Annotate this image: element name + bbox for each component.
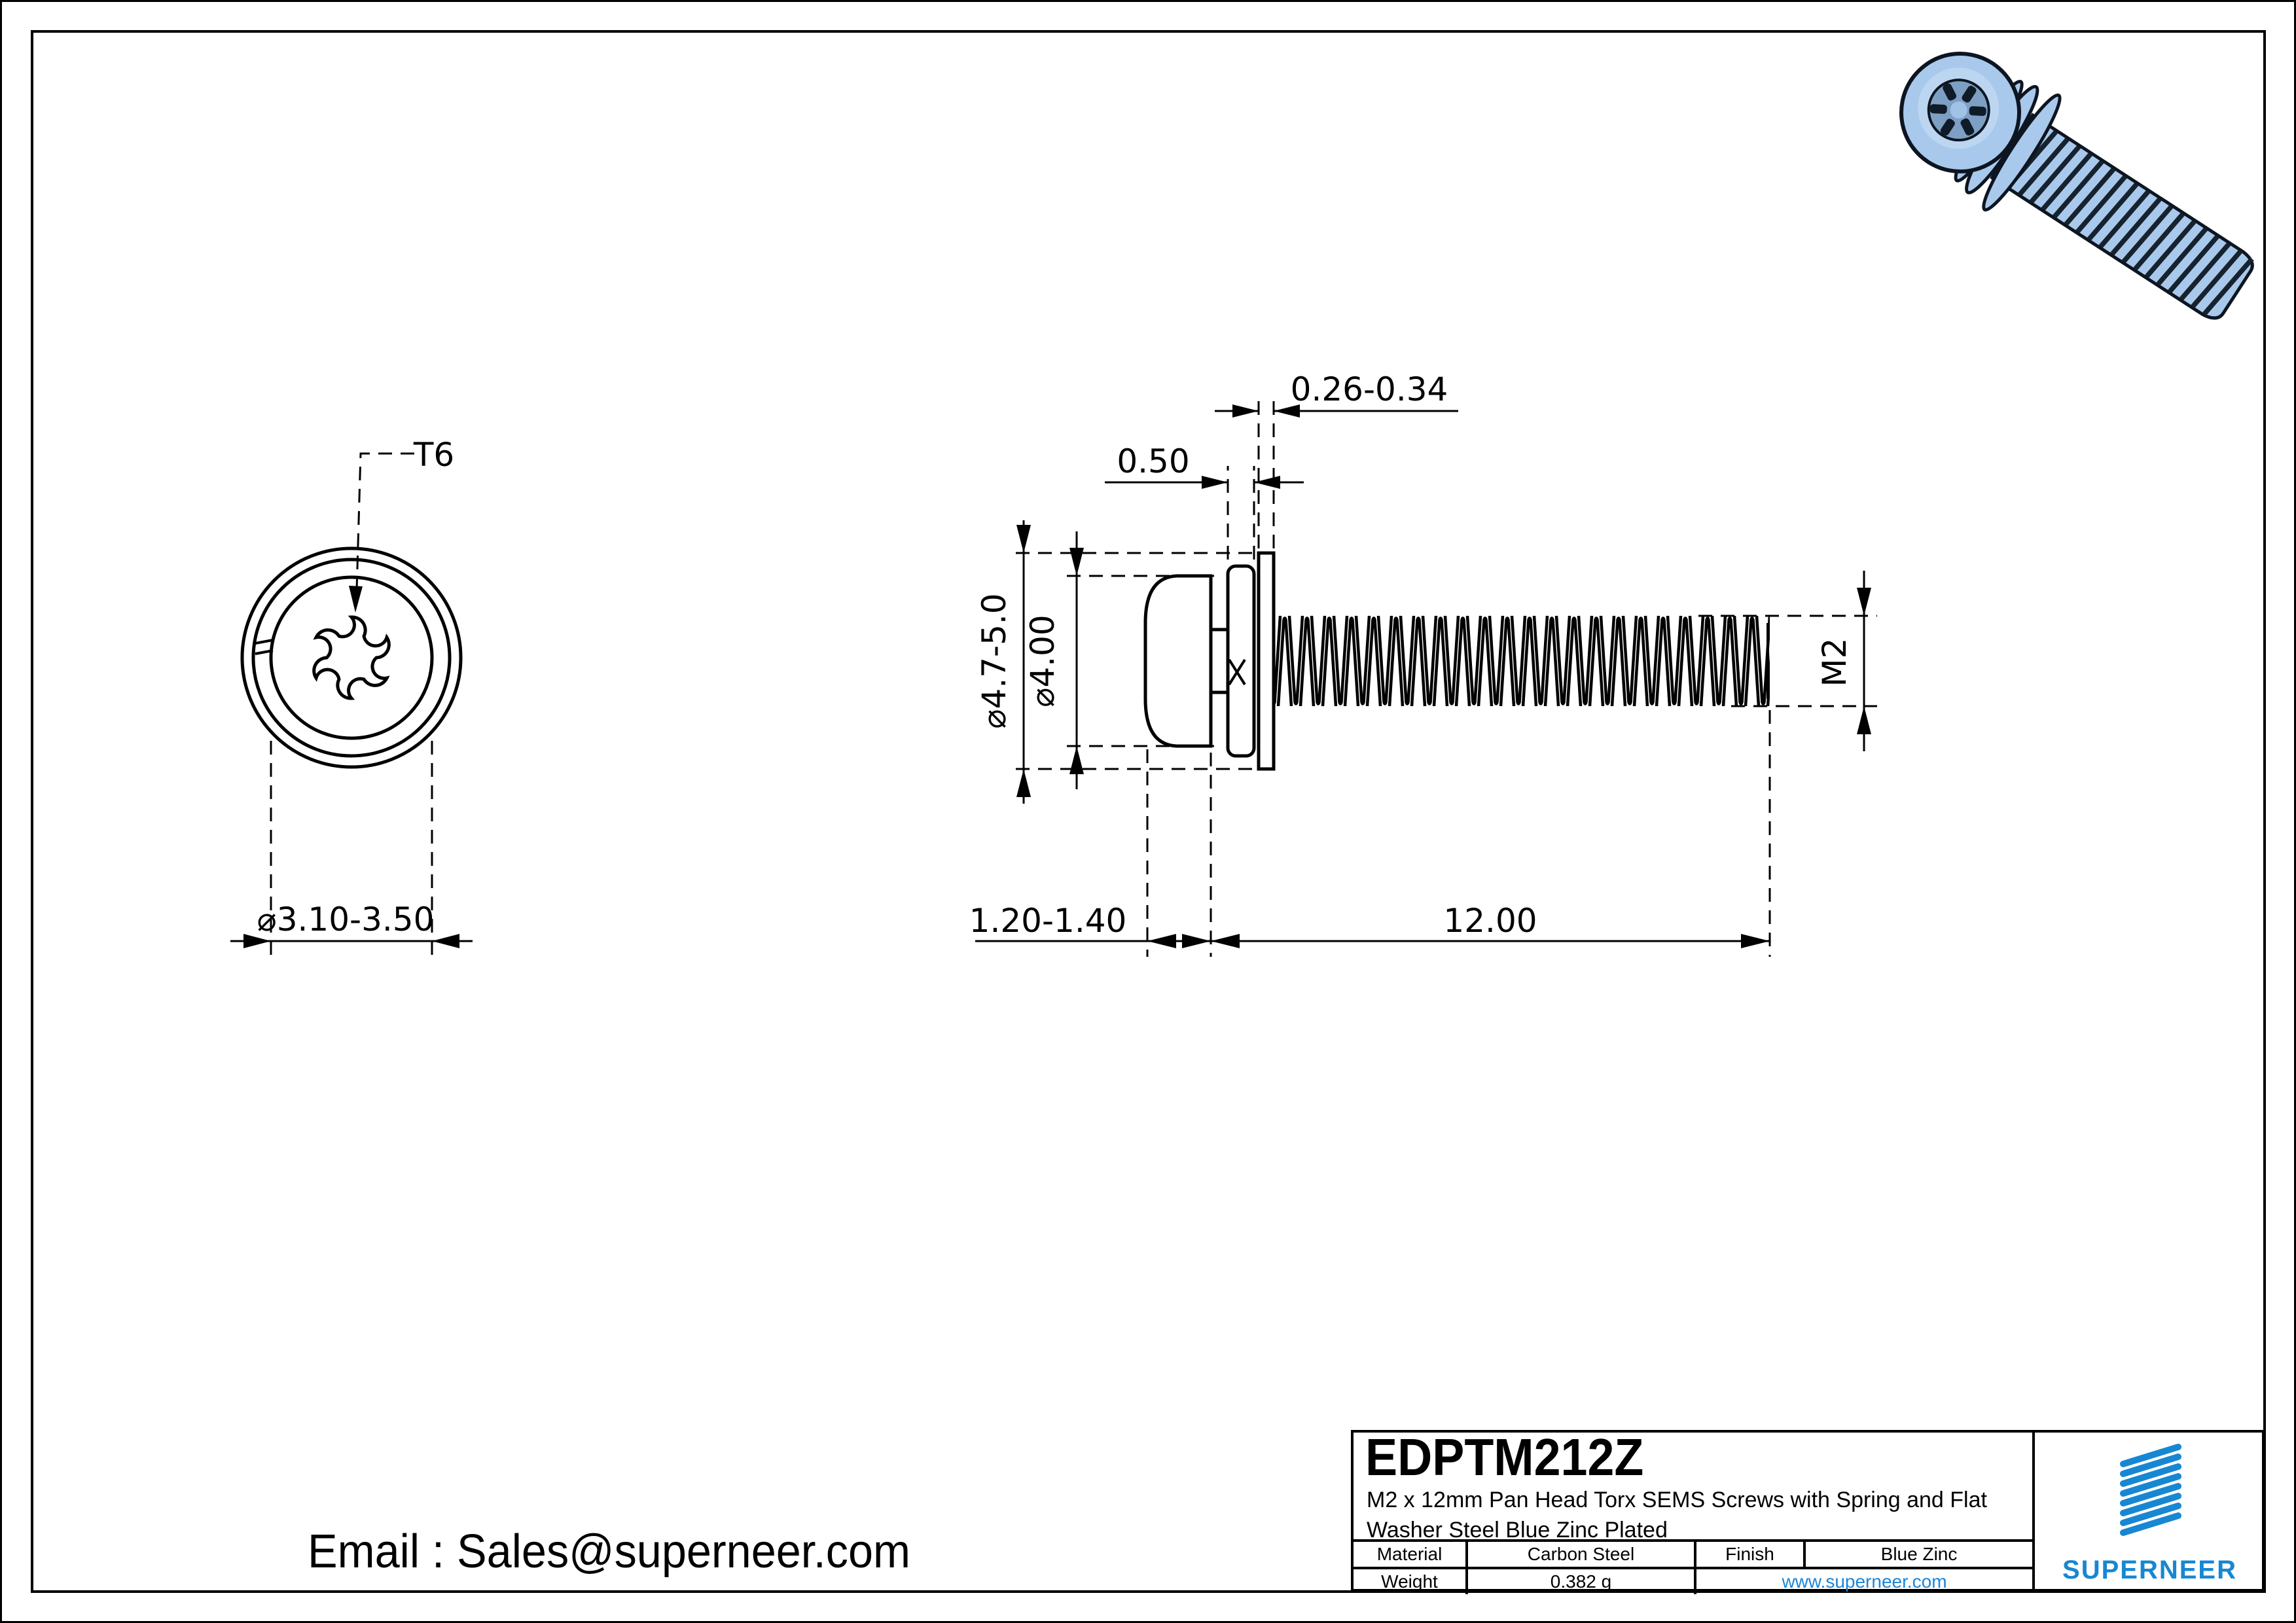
dim-arrow: [243, 934, 271, 948]
material-value: Carbon Steel: [1465, 1542, 1694, 1567]
dim-arrow: [1069, 548, 1084, 576]
superneer-logo-icon: [2120, 1444, 2181, 1536]
screw-shaft: [1990, 113, 2254, 320]
weight-label: Weight: [1381, 1571, 1438, 1592]
torx-size-label: T6: [413, 436, 454, 474]
side-view-dimensions: [975, 393, 1877, 957]
thread-length-label: 12.00: [1443, 902, 1537, 940]
front-view-arrows: [243, 586, 459, 948]
dim-arrow: [1254, 476, 1280, 489]
dim-arrow: [1016, 769, 1031, 797]
finish-label: Finish: [1694, 1542, 1803, 1567]
weight-website-row: Weight 0.382 g www.superneer.com: [1354, 1567, 2032, 1594]
finish-value: Blue Zinc: [1803, 1542, 2032, 1567]
side-view: [1143, 551, 1770, 771]
torx-recess-outline: [312, 615, 391, 700]
thread-profile: [1274, 616, 1770, 706]
description-line-1: M2 x 12mm Pan Head Torx SEMS Screws with…: [1367, 1488, 1987, 1512]
dim-arrow: [1016, 525, 1031, 553]
flat-washer-thickness-label: 0.26-0.34: [1291, 370, 1448, 408]
dim-arrow: [1232, 404, 1259, 418]
material-label: Material: [1376, 1544, 1443, 1564]
head-diameter-label: ⌀3.10-3.50: [257, 901, 435, 938]
part-number: EDPTM212Z: [1365, 1428, 1644, 1486]
head-height-label: 1.20-1.40: [969, 902, 1127, 940]
thread-spec-label: M2: [1816, 638, 1854, 687]
weight-value: 0.382 g: [1465, 1569, 1694, 1594]
title-block: EDPTM212Z M2 x 12mm Pan Head Torx SEMS S…: [1351, 1428, 2265, 1594]
torx-recess-3d: [1927, 79, 1990, 142]
website-link[interactable]: www.superneer.com: [1782, 1571, 1947, 1592]
head-od-label: ⌀4.00: [1024, 615, 1062, 707]
dim-arrow: [1147, 934, 1176, 948]
flat-washer-outline: [240, 546, 463, 769]
spring-washer-split: [255, 639, 274, 655]
pan-head-profile: [1143, 574, 1213, 748]
washer-od-label: ⌀4.7-5.0: [975, 593, 1013, 728]
flat-washer-profile: [1257, 551, 1276, 771]
spring-washer-thickness-label: 0.50: [1117, 442, 1189, 480]
dim-arrow: [1857, 588, 1871, 616]
dim-arrow: [1857, 706, 1871, 734]
website-cell: www.superneer.com: [1694, 1569, 2032, 1594]
description-line-2: Washer Steel Blue Zinc Plated: [1367, 1518, 1668, 1543]
dim-arrow: [1202, 476, 1228, 489]
dim-arrow: [1211, 934, 1240, 948]
dim-arrow: [432, 934, 459, 948]
front-view: [240, 546, 463, 769]
spring-washer-outline: [251, 558, 452, 758]
dim-arrow: [1182, 934, 1211, 948]
screw-3d-render: [1899, 51, 2255, 320]
brand-name: SUPERNEER: [2062, 1556, 2237, 1584]
material-finish-row: Material Carbon Steel Finish Blue Zinc: [1354, 1539, 2032, 1567]
contact-email: Email : Sales@superneer.com: [308, 1525, 911, 1578]
flat-washer-3d: [1982, 93, 2062, 212]
logo-cell: SUPERNEER: [2032, 1433, 2265, 1589]
drawing-frame: [31, 30, 2266, 1593]
leader-arrow: [349, 586, 363, 613]
pan-head-outline: [269, 575, 434, 740]
dim-arrow: [1274, 404, 1300, 418]
side-view-arrows: [1016, 404, 1871, 948]
dim-arrow: [1741, 934, 1770, 948]
spring-washer-profile: [1226, 564, 1256, 758]
dim-arrow: [1069, 746, 1084, 774]
spring-washer-split-marks: [1228, 658, 1246, 686]
